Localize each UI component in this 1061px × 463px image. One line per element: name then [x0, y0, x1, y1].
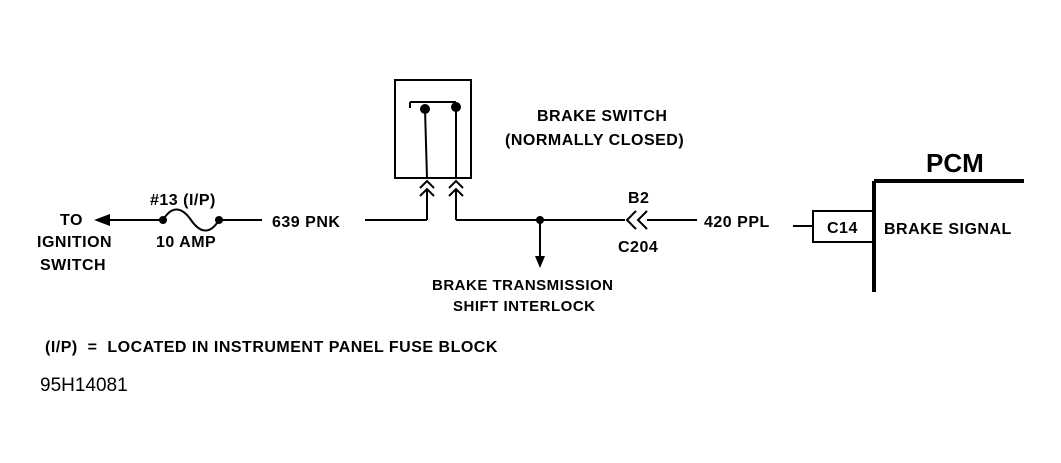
connector-terminal: B2: [628, 190, 649, 207]
ignition-arrow: [94, 214, 163, 226]
figure-code: 95H14081: [40, 375, 128, 396]
ignition-label-line2: IGNITION: [37, 234, 112, 251]
pcm-module: [812, 179, 1024, 292]
ignition-label-line1: TO: [60, 212, 83, 229]
pcm-signal: BRAKE SIGNAL: [884, 221, 1012, 238]
fuse-rating: 10 AMP: [156, 234, 216, 251]
connector-id: C204: [618, 239, 658, 256]
interlock-label-line2: SHIFT INTERLOCK: [453, 298, 596, 315]
brake-switch-label-line2: (NORMALLY CLOSED): [505, 132, 684, 149]
legend-note: (I/P) = LOCATED IN INSTRUMENT PANEL FUSE…: [45, 339, 498, 356]
connector-c204: [625, 210, 648, 230]
pcm-pin: C14: [827, 220, 858, 237]
wire-label-pnk: 639 PNK: [272, 214, 340, 231]
fuse-symbol: [159, 208, 223, 232]
brake-switch-label-line1: BRAKE SWITCH: [537, 108, 667, 125]
brake-switch: [394, 79, 472, 220]
fuse-label: #13 (I/P): [150, 192, 216, 209]
interlock-label-line1: BRAKE TRANSMISSION: [432, 277, 614, 294]
wire-label-ppl: 420 PPL: [704, 214, 770, 231]
ignition-label-line3: SWITCH: [40, 257, 106, 274]
interlock-splice: [535, 216, 545, 268]
pcm-title: PCM: [926, 148, 984, 178]
